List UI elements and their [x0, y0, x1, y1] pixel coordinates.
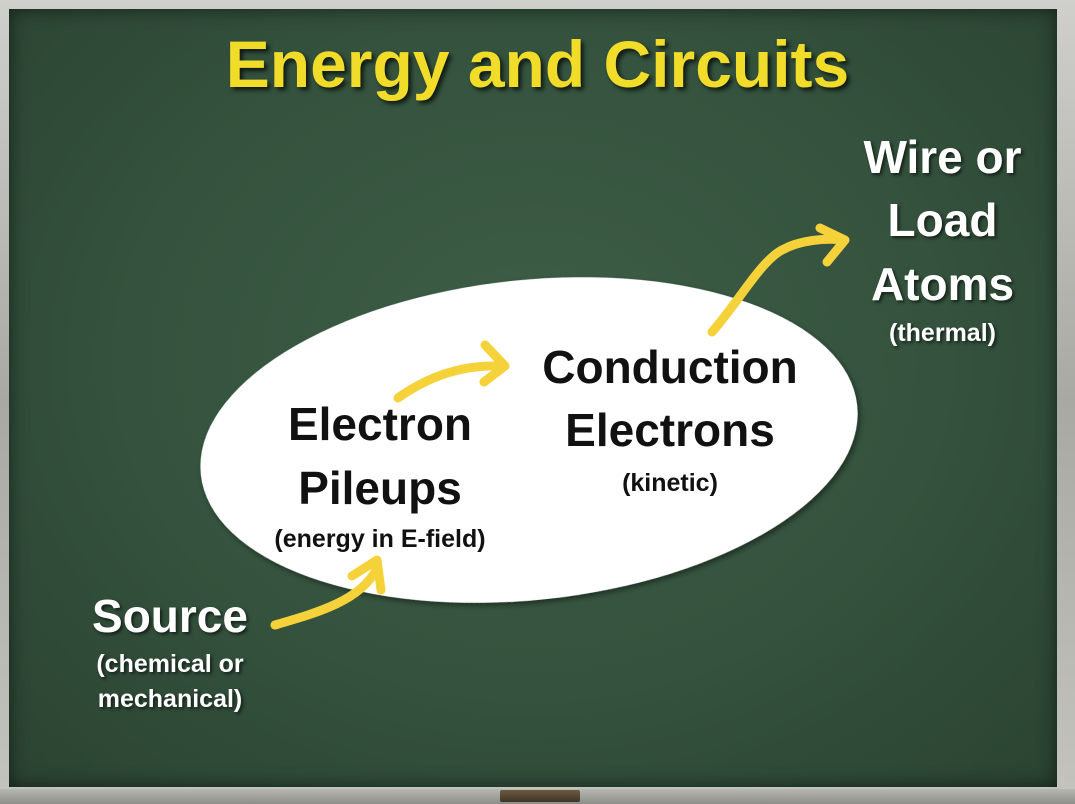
- arrow-pileups-to-conduction: [393, 340, 510, 403]
- conduction-line2: Electrons: [565, 404, 775, 456]
- source-label: Source: [92, 590, 248, 642]
- load-line1: Wire or: [863, 131, 1022, 183]
- load-line2: Load: [887, 194, 998, 246]
- arrow-source-to-pileups: [270, 555, 386, 630]
- conduction-sub: (kinetic): [622, 469, 718, 497]
- source-sub-line2: mechanical): [97, 685, 243, 713]
- pileups-sub: (energy in E-field): [274, 525, 486, 553]
- source-sub-line1: (chemical or: [96, 650, 244, 678]
- pileups-line2: Pileups: [298, 462, 462, 514]
- circuit-ellipse: [200, 277, 858, 603]
- arrow-conduction-to-load: [707, 223, 850, 337]
- pileups-line1: Electron: [287, 398, 473, 450]
- load-line3: Atoms: [870, 258, 1015, 310]
- eraser: [500, 790, 580, 802]
- conduction-line1: Conduction: [542, 341, 798, 393]
- page-title: Energy and Circuits: [225, 27, 850, 101]
- load-sub: (thermal): [889, 319, 996, 347]
